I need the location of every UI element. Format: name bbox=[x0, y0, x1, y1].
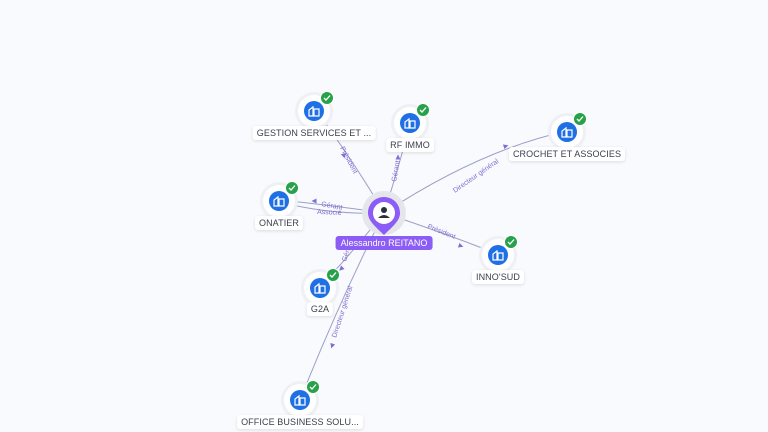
arrow-g2a bbox=[339, 265, 345, 271]
center-person-label[interactable]: Alessandro REITANO bbox=[335, 236, 433, 250]
edge-label-rfimmo: Gérant bbox=[391, 160, 402, 182]
verified-check-icon bbox=[306, 380, 320, 394]
company-label-g2a[interactable]: G2A bbox=[306, 302, 334, 316]
company-node-gestion[interactable] bbox=[298, 91, 334, 127]
company-label-innosud[interactable]: INNO'SUD bbox=[471, 270, 525, 284]
company-node-onatier[interactable] bbox=[263, 181, 299, 217]
edge-label-gestion: Président bbox=[338, 146, 358, 175]
verified-check-icon bbox=[416, 103, 430, 117]
building-icon bbox=[290, 390, 310, 410]
edge-label-crochet: Directeur général bbox=[452, 158, 500, 195]
company-node-g2a[interactable] bbox=[304, 268, 340, 304]
company-node-crochet[interactable] bbox=[551, 112, 587, 148]
verified-check-icon bbox=[504, 235, 518, 249]
verified-check-icon bbox=[320, 91, 334, 105]
company-label-gestion[interactable]: GESTION SERVICES ET ... bbox=[252, 126, 376, 140]
arrow-crochet bbox=[502, 144, 509, 150]
edge-label-onatier-1: Gérant bbox=[321, 201, 343, 212]
building-icon bbox=[400, 113, 420, 133]
edge-office bbox=[299, 212, 385, 401]
verified-check-icon bbox=[573, 112, 587, 126]
verified-check-icon bbox=[285, 181, 299, 195]
company-node-office[interactable] bbox=[284, 380, 320, 416]
company-label-office[interactable]: OFFICE BUSINESS SOLU... bbox=[237, 415, 363, 429]
verified-check-icon bbox=[326, 268, 340, 282]
company-label-crochet[interactable]: CROCHET ET ASSOCIES bbox=[508, 147, 626, 161]
person-pin-icon bbox=[368, 197, 400, 235]
company-node-innosud[interactable] bbox=[482, 235, 518, 271]
building-icon bbox=[304, 101, 324, 121]
company-label-onatier[interactable]: ONATIER bbox=[254, 216, 304, 230]
building-icon bbox=[557, 122, 577, 142]
arrow-innosud bbox=[457, 242, 464, 248]
edge-label-onatier-2: Associé bbox=[317, 209, 342, 217]
building-icon bbox=[269, 191, 289, 211]
center-person-node[interactable] bbox=[368, 197, 400, 235]
edge-crochet bbox=[383, 130, 568, 214]
building-icon bbox=[310, 278, 330, 298]
building-icon bbox=[488, 245, 508, 265]
company-node-rfimmo[interactable] bbox=[394, 103, 430, 139]
company-label-rfimmo[interactable]: RF IMMO bbox=[386, 138, 434, 152]
arrow-office bbox=[330, 342, 336, 349]
